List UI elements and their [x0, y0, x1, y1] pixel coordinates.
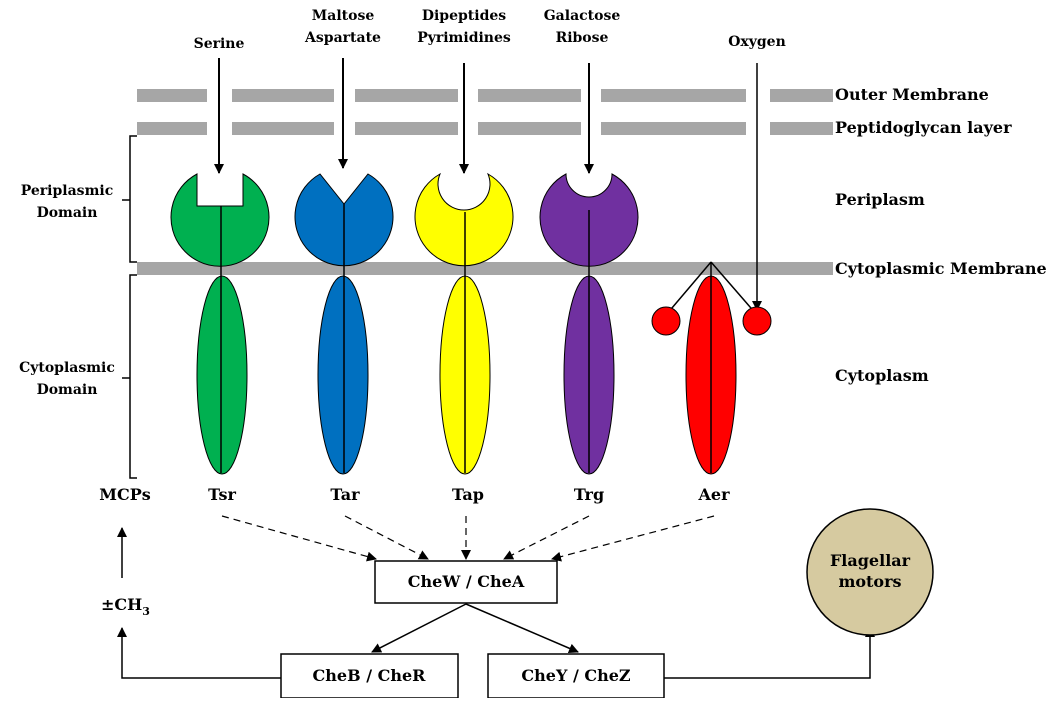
ligand-maltose: Maltose: [312, 8, 375, 24]
peptidoglycan-label: Peptidoglycan layer: [835, 118, 1012, 137]
chew-chea-label: CheW / CheA: [408, 572, 525, 591]
cheb-cher-box: [280, 653, 459, 699]
cytoplasmic-domain-label-2: Domain: [37, 382, 98, 398]
periplasm-label: Periplasm: [835, 190, 925, 209]
ligand-aspartate: Aspartate: [304, 30, 381, 46]
cytoplasm-label: Cytoplasm: [835, 366, 929, 385]
aer-pas-domain-right: [742, 306, 772, 336]
chey-chez-label: CheY / CheZ: [521, 666, 631, 685]
peptidoglycan-layer: [137, 122, 833, 135]
ligand-dipeptides: Dipeptides: [422, 8, 506, 24]
aer-pas-domain-left: [651, 306, 681, 336]
periplasmic-domain-label-2: Domain: [37, 205, 98, 221]
methylation-feedback-arrow: [117, 627, 281, 679]
chea-to-cheb-arrow: [371, 603, 467, 653]
ligand-serine: Serine: [194, 36, 245, 52]
ligand-galactose: Galactose: [544, 8, 621, 24]
mcps-label: MCPs: [99, 485, 150, 504]
periplasmic-bracket: [129, 135, 137, 263]
cytoplasmic-bracket: [129, 274, 137, 479]
tsr-receptor: [170, 173, 270, 475]
chey-chez-box: [487, 653, 665, 699]
cheb-cher-label: CheB / CheR: [313, 666, 427, 685]
ligand-pyrimidines: Pyrimidines: [417, 30, 511, 46]
tar-label: Tar: [330, 485, 360, 504]
flagellar-motors-label-2: motors: [838, 572, 901, 591]
tar-receptor: [294, 173, 394, 475]
outer-membrane: [137, 89, 833, 102]
aer-label: Aer: [697, 485, 730, 504]
flagellar-motors-label-1: Flagellar: [830, 551, 911, 570]
ligand-ribose: Ribose: [556, 30, 609, 46]
flagellar-motors-circle: [806, 508, 934, 636]
outer-membrane-label: Outer Membrane: [835, 85, 989, 104]
chea-to-chey-arrow: [465, 603, 579, 654]
chew-chea-box: [374, 560, 558, 604]
trg-receptor: [539, 173, 639, 475]
cytoplasmic-domain-label-1: Cytoplasmic: [19, 360, 115, 376]
chey-to-motor-arrow: [664, 627, 875, 679]
aer-receptor: [651, 261, 772, 475]
trg-label: Trg: [574, 485, 604, 504]
tap-receptor: [414, 172, 514, 475]
tsr-label: Tsr: [208, 485, 236, 504]
receptor-signal-arrows: [221, 515, 715, 562]
ligand-oxygen: Oxygen: [728, 34, 786, 50]
methyl-label: ±CH3: [101, 595, 150, 618]
tap-label: Tap: [452, 485, 484, 504]
cytoplasmic-membrane-label: Cytoplasmic Membrane: [835, 259, 1047, 278]
periplasmic-domain-label-1: Periplasmic: [21, 183, 113, 199]
cytoplasmic-membrane: [137, 262, 833, 275]
